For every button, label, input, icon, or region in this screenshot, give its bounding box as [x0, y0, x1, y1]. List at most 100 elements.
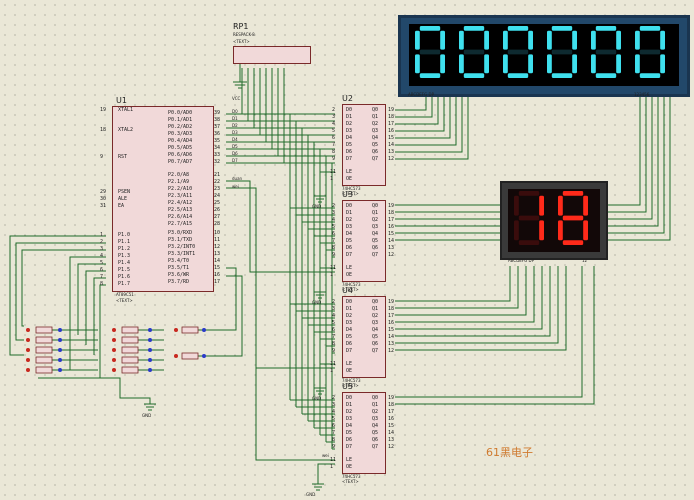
- segment-e: [591, 54, 596, 74]
- latch-text: <TEXT>: [342, 191, 359, 196]
- segment-g: [463, 49, 485, 55]
- latch-in-num: 6: [332, 423, 336, 429]
- segment-a: [639, 26, 661, 31]
- u1-pin-name: P1.1: [118, 239, 131, 245]
- segment-f: [514, 195, 519, 216]
- u1-pin-num: 18: [100, 127, 107, 133]
- segment-e: [635, 54, 640, 74]
- latch-out-name: Q0: [372, 299, 379, 305]
- latch-in-num: 5: [332, 320, 336, 326]
- segment-g: [507, 49, 529, 55]
- u1-pin-name: P0.1/AD1: [168, 117, 193, 123]
- latch-out-name: Q6: [372, 245, 379, 251]
- display2-segments: ABCDEFG DP: [508, 258, 534, 263]
- u1-pin-num: 19: [100, 107, 107, 113]
- latch-out-name: Q5: [372, 334, 379, 340]
- latch-in-num: 5: [332, 128, 336, 134]
- latch-out-name: Q0: [372, 203, 379, 209]
- latch-in-name: D3: [346, 416, 353, 422]
- latch-out-num: 19: [388, 299, 395, 305]
- latch-out-name: Q7: [372, 348, 379, 354]
- u1-pin-name: P2.2/A10: [168, 186, 193, 192]
- latch-in-name: D3: [346, 320, 353, 326]
- rp1-ref: RP1: [233, 22, 249, 31]
- two-digit-display[interactable]: [500, 181, 608, 260]
- segment-c: [528, 54, 533, 74]
- latch-in-num: 9: [332, 444, 336, 450]
- latch-u3[interactable]: [342, 200, 386, 282]
- latch-u4[interactable]: [342, 296, 386, 378]
- latch-out-name: Q7: [372, 252, 379, 258]
- u1-pin-name: P1.4: [118, 260, 131, 266]
- latch-out-name: Q0: [372, 107, 379, 113]
- segment-e: [514, 220, 519, 241]
- rp1-text: <TEXT>: [233, 39, 250, 44]
- latch-out-num: 13: [388, 245, 395, 251]
- latch-out-name: Q4: [372, 231, 379, 237]
- latch-out-num: 19: [388, 203, 395, 209]
- u1-pin-name: ALE: [118, 196, 128, 202]
- u1-pin-num: 37: [214, 124, 221, 130]
- segment-b: [440, 30, 445, 50]
- u1-pin-name: P2.6/A14: [168, 214, 193, 220]
- latch-out-num: 19: [388, 395, 395, 401]
- latch-ctrl-num: 11: [330, 169, 337, 175]
- segment-a: [463, 26, 485, 31]
- u1-pin-num: 14: [214, 258, 221, 264]
- latch-in-num: 3: [332, 114, 336, 120]
- u1-pin-name: P3.1/TXD: [168, 237, 193, 243]
- latch-ctrl-num: 11: [330, 265, 337, 271]
- latch-u2[interactable]: [342, 104, 386, 186]
- u1-pin-num: 31: [100, 203, 107, 209]
- latch-ctrl-name: LE: [346, 265, 353, 271]
- segment-g: [562, 215, 584, 221]
- latch-out-name: Q3: [372, 128, 379, 134]
- segment-d: [639, 73, 661, 78]
- microcontroller-u1[interactable]: [112, 106, 214, 292]
- gnd-label-2: GND: [312, 300, 322, 305]
- resistor-pack-rp1[interactable]: [233, 46, 311, 64]
- segment-e: [558, 220, 563, 241]
- u1-pin-num: 36: [214, 131, 221, 137]
- u1-pin-num: 28: [214, 221, 221, 227]
- segment-f: [459, 30, 464, 50]
- segment-e: [547, 54, 552, 74]
- u1-pin-name: P3.4/T0: [168, 258, 190, 264]
- latch-in-name: D5: [346, 430, 353, 436]
- latch-in-name: D4: [346, 423, 353, 429]
- latch-in-num: 3: [332, 402, 336, 408]
- latch-in-num: 7: [332, 334, 336, 340]
- u1-pin-name: P2.4/A12: [168, 200, 193, 206]
- latch-in-num: 7: [332, 142, 336, 148]
- latch-in-name: D4: [346, 231, 353, 237]
- gnd-label-1: GND: [312, 204, 322, 209]
- segment-f: [591, 30, 596, 50]
- latch-out-name: Q4: [372, 423, 379, 429]
- latch-ctrl-num: 1: [330, 272, 334, 278]
- latch-in-num: 6: [332, 135, 336, 141]
- latch-in-num: 9: [332, 156, 336, 162]
- u1-pin-num: 32: [214, 159, 221, 165]
- six-digit-display[interactable]: [398, 15, 690, 97]
- u1-pin-name: P1.6: [118, 274, 131, 280]
- latch-in-num: 2: [332, 107, 336, 113]
- u1-pin-num: 22: [214, 179, 221, 185]
- latch-out-num: 16: [388, 416, 395, 422]
- u1-part: AT89C51: [116, 292, 134, 297]
- latch-out-name: Q6: [372, 341, 379, 347]
- segment-c: [616, 54, 621, 74]
- latch-ctrl-name: LE: [346, 361, 353, 367]
- latch-u5[interactable]: [342, 392, 386, 474]
- u1-pin-num: 5: [100, 260, 104, 266]
- display2-digits: 12: [582, 258, 588, 263]
- u1-pin-name: P1.7: [118, 281, 131, 287]
- latch-out-num: 18: [388, 210, 395, 216]
- segment-g: [518, 215, 540, 221]
- segment-c: [583, 220, 588, 241]
- segment-d: [463, 73, 485, 78]
- u1-pin-num: 25: [214, 200, 221, 206]
- latch-out-num: 12: [388, 348, 395, 354]
- latch-in-num: 2: [332, 203, 336, 209]
- rp1-part: RESPACK-8: [233, 32, 255, 37]
- latch-in-num: 4: [332, 121, 336, 127]
